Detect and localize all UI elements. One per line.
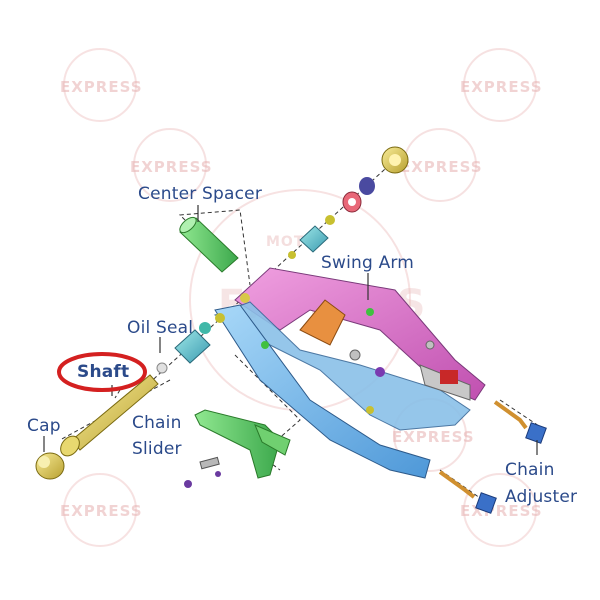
chain-slider-label-line2: Slider xyxy=(132,439,182,459)
shaft-part xyxy=(60,374,159,457)
watermark-logo: EXPRESS xyxy=(392,428,475,446)
watermark-logo: EXPRESS xyxy=(60,502,143,520)
chain-adjuster-lower xyxy=(438,470,497,514)
watermark-logo: EXPRESS xyxy=(400,158,483,176)
swing-arm-label: Swing Arm xyxy=(321,253,415,273)
watermark-logo: EXPRESS xyxy=(130,158,213,176)
oil-seal-label: Oil Seal xyxy=(127,318,194,338)
center-spacer-label: Center Spacer xyxy=(138,184,263,204)
oil-seal-hardware xyxy=(156,313,225,374)
upper-hardware xyxy=(240,146,409,303)
arm-bolts xyxy=(261,308,435,414)
shaft-label: Shaft xyxy=(77,362,130,382)
cap-part xyxy=(35,452,65,480)
chain-adjuster-label-line2: Adjuster xyxy=(505,487,578,507)
chain-adjuster-upper xyxy=(493,400,547,444)
leader-lines xyxy=(43,205,538,455)
chain-slider xyxy=(184,409,291,488)
center-spacer xyxy=(179,216,239,273)
watermark-logo: EXPRESS xyxy=(60,78,143,96)
chain-slider-label-line1: Chain xyxy=(132,413,182,433)
chain-adjuster-label-line1: Chain xyxy=(505,460,555,480)
cap-label: Cap xyxy=(27,416,61,436)
swing-arm xyxy=(213,267,486,479)
shaft-highlight-ring xyxy=(57,352,147,392)
watermark-logo: EXPRESS xyxy=(460,78,543,96)
